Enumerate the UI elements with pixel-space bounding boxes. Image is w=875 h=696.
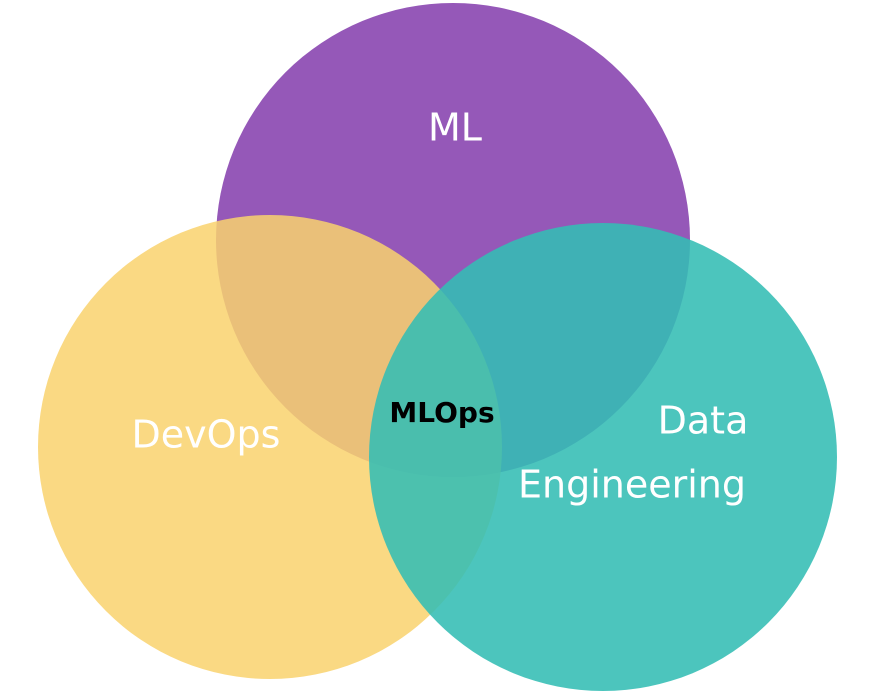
label-devops: DevOps [132, 413, 281, 457]
circle-data-engineering [369, 223, 837, 691]
label-data-engineering-line2: Engineering [518, 463, 746, 507]
circle-devops [38, 215, 502, 679]
label-ml: ML [428, 106, 482, 150]
label-data-engineering-line1: Data [658, 399, 749, 443]
label-mlops: MLOps [389, 396, 494, 429]
